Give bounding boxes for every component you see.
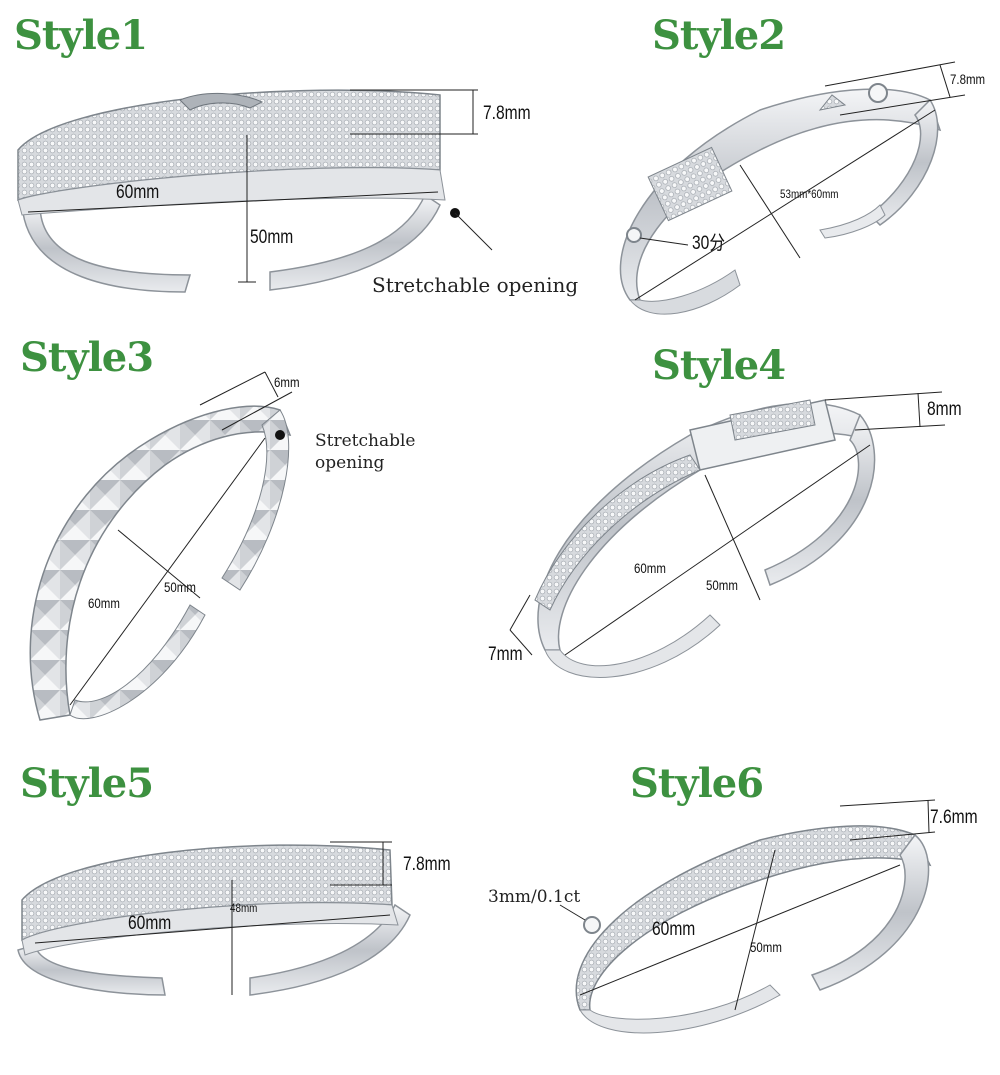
style4-top-width-label: 8mm [927,399,962,420]
style2-size-label: 53mm*60mm [780,187,839,201]
style6-width-label: 7.6mm [930,807,978,828]
style6-height-label: 50mm [750,939,782,955]
style5-diameter-label: 60mm [128,913,172,934]
style5-width-label: 7.8mm [403,854,451,875]
style4-title: Style4 [652,342,786,389]
style1-opening-note: Stretchable opening [372,273,579,297]
bracelet-style2 [619,61,966,315]
style3-title: Style3 [20,334,154,381]
style3-opening-text: Stretchable opening [315,431,416,474]
style3-diameter-label: 60mm [88,595,120,611]
style4-height-label: 50mm [706,577,738,593]
bracelet-style5 [17,841,411,996]
style5-title: Style5 [20,760,154,807]
style5-height-label: 48mm [230,901,258,915]
style6-diameter-label: 60mm [652,919,696,940]
style1-width-label: 7.8mm [483,103,531,124]
style2-title: Style2 [652,12,786,59]
style3-opening-note: Stretchable opening [315,430,425,474]
style1-diameter-label: 60mm [116,182,160,203]
style4-diameter-label: 60mm [634,560,666,576]
bracelet-style6 [559,799,936,1034]
style2-stone-label: 30分 [692,233,725,254]
bracelet-style4 [509,391,946,678]
bracelet-style1 [17,89,493,293]
style3-width-label: 6mm [274,374,300,390]
bracelet-style3 [29,371,293,721]
style4-side-width-label: 7mm [488,644,523,665]
style1-title: Style1 [14,12,148,59]
style3-height-label: 50mm [164,579,196,595]
style2-width-label: 7.8mm [950,71,986,87]
style6-stone-note: 3mm/0.1ct [488,887,581,907]
style6-title: Style6 [630,760,764,807]
style1-height-label: 50mm [250,227,294,248]
